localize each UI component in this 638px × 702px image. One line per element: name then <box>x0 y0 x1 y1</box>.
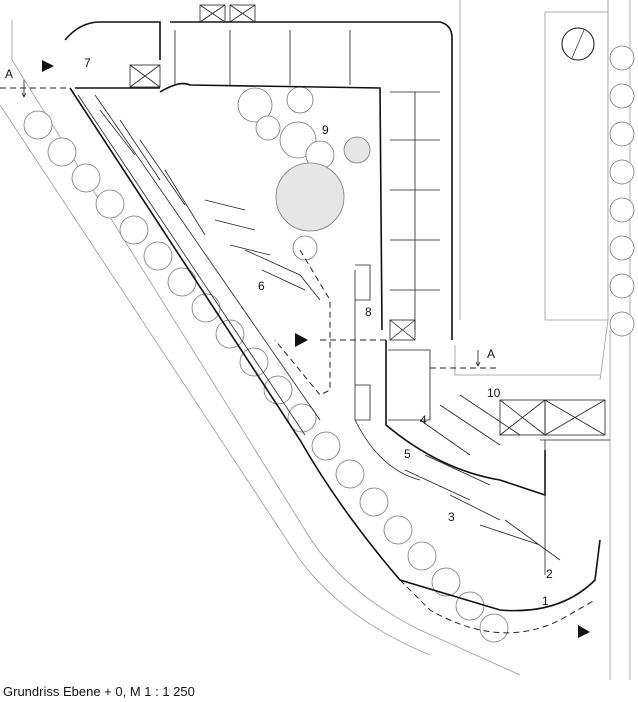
floor-plan: A A 7 9 6 8 10 4 5 3 2 1 <box>0 0 635 680</box>
north-arrow-icon <box>561 27 595 61</box>
zone-label-10: 10 <box>487 386 501 400</box>
courtyard-trees <box>237 86 371 261</box>
zone-label-9: 9 <box>322 123 329 137</box>
zone-label-5: 5 <box>404 447 411 461</box>
section-mark-a-right: A <box>487 347 495 361</box>
zone-label-2: 2 <box>546 567 553 581</box>
plan-caption: Grundriss Ebene + 0, M 1 : 1 250 <box>3 684 195 699</box>
entrance-arrow-icon <box>42 60 590 638</box>
zone-label-4: 4 <box>420 413 427 427</box>
section-mark-a-left: A <box>5 67 13 81</box>
zone-label-7: 7 <box>84 56 91 70</box>
building-outline <box>64 21 610 612</box>
zone-label-8: 8 <box>365 305 372 319</box>
canopy-outline <box>274 249 596 634</box>
zone-label-3: 3 <box>448 510 455 524</box>
zone-label-1: 1 <box>542 594 549 608</box>
zone-label-6: 6 <box>258 279 265 293</box>
interior-partitions <box>99 4 606 561</box>
site-boundary <box>0 0 631 680</box>
east-trees <box>609 45 635 337</box>
section-line-aa <box>0 80 500 369</box>
street-trees <box>23 110 509 643</box>
